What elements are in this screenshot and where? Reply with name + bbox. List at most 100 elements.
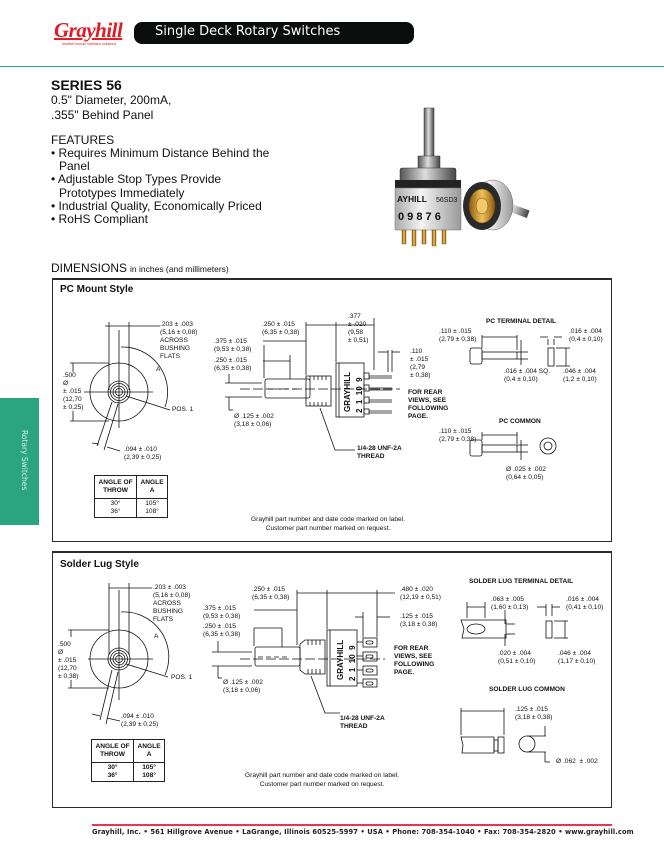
switch-rear xyxy=(463,179,530,231)
sl-250-top-dim: .250 ± .015 (6,35 ± 0,38) xyxy=(252,586,290,601)
page-title: Single Deck Rotary Switches xyxy=(155,24,341,39)
table-row: 30°36° 105°108° xyxy=(93,498,168,518)
table-cell: 30°36° xyxy=(90,762,135,782)
sl-diameter-dim: .500 Ø ± .015 (12,70 ± 0,38) xyxy=(58,641,79,680)
sl-body-numbers: 2 1 10 9 xyxy=(348,645,357,681)
sl-body-label: GRAYHILL xyxy=(336,639,345,680)
sl-common-title: SOLDER LUG COMMON xyxy=(489,686,565,693)
sl-thread-label: 1/4-28 UNF-2A THREAD xyxy=(340,715,385,730)
note-line: Grayhill part number and date code marke… xyxy=(251,516,405,523)
sl-angle-label: A xyxy=(154,633,159,640)
throw-value: 36° xyxy=(110,508,121,515)
note-line: Customer part number marked on request. xyxy=(259,781,385,788)
pc-diameter-dim: .500 Ø ± .015 (12,70 ± 0,25) xyxy=(63,372,84,411)
subtitle-line: .355" Behind Panel xyxy=(51,108,154,122)
sl-keyway-dim: .094 ± .010 (2,39 ± 0,25) xyxy=(121,713,159,728)
sl-250-dim: .250 ± .015 (6,35 ± 0,38) xyxy=(203,623,241,638)
sl-terminal-width-dim: .046 ± .004 (1,17 ± 0,10) xyxy=(558,650,596,665)
sl-common-length-dim: .125 ± .015 (3,18 ± 0,38) xyxy=(515,706,553,721)
photo-code: 56SD3 xyxy=(436,197,458,204)
pc-pos1-label: POS. 1 xyxy=(172,406,194,413)
header-bar xyxy=(134,22,414,44)
pc-mount-title: PC Mount Style xyxy=(60,284,134,295)
sl-flats-dim: .203 ± .003 (5,16 ± 0,08) ACROSS BUSHING… xyxy=(153,584,191,623)
photo-numbers: 0 9 8 7 6 xyxy=(398,211,441,223)
throw-value: 30° xyxy=(107,764,118,771)
table-cell: 105°108° xyxy=(136,498,168,518)
table-header: ANGLE A xyxy=(133,739,165,763)
pc-terminal-detail-title: PC TERMINAL DETAIL xyxy=(486,318,557,325)
sl-common-diameter-dim: Ø .062 ± .002 xyxy=(556,758,598,765)
pc-angle-table: ANGLE OF THROW ANGLE A 30°36° 105°108° xyxy=(93,475,168,518)
pc-377-dim: .377 ± .020 (9,58 ± 0,51) xyxy=(348,313,369,344)
pc-keyway-dim: .094 ± .010 (2,39 ± 0,25) xyxy=(124,446,162,461)
throw-value: 36° xyxy=(107,772,118,779)
sl-terminal-drawing xyxy=(460,602,568,646)
note-line: Grayhill part number and date code marke… xyxy=(245,772,399,779)
photo-label: AYHILL xyxy=(397,194,427,204)
switch-front: AYHILL 56SD3 0 9 8 7 6 xyxy=(394,107,462,247)
dimensions-units: in inches (and millimeters) xyxy=(130,264,229,274)
pc-flats-dim: .203 ± .003 (5,16 ± 0,08) ACROSS BUSHING… xyxy=(160,321,198,360)
grayhill-logo: Grayhill intuitive human interface solut… xyxy=(50,18,130,48)
footer-contact: Grayhill, Inc. • 561 Hillgrove Avenue • … xyxy=(92,828,634,836)
pc-250-dim: .250 ± .015 (6,35 ± 0,38) xyxy=(214,357,252,372)
pc-angle-label: A xyxy=(156,366,161,373)
sl-375-dim: .375 ± .015 (9,53 ± 0,38) xyxy=(203,605,241,620)
angle-value: 105° xyxy=(145,500,159,507)
features-heading: FEATURES xyxy=(51,133,115,147)
section-side-tab xyxy=(0,398,39,525)
pc-250-top-dim: .250 ± .015 (6,35 ± 0,38) xyxy=(262,321,300,336)
dimensions-heading: DIMENSIONS xyxy=(51,261,128,275)
sl-terminal-hole-dim: .063 ± .005 (1,60 ± 0,13) xyxy=(491,596,529,611)
logo-wordmark: Grayhill xyxy=(54,18,123,42)
series-subtitle: 0.5" Diameter, 200mA, .355" Behind Panel xyxy=(51,93,171,123)
sl-common-drawing xyxy=(460,708,550,763)
sl-terminal-detail-title: SOLDER LUG TERMINAL DETAIL xyxy=(469,578,574,585)
table-row: 30°36° 105°108° xyxy=(90,762,165,782)
product-photo: AYHILL 56SD3 0 9 8 7 6 xyxy=(394,107,530,247)
pc-common-length-dim: .110 ± .015 (2,79 ± 0,38) xyxy=(439,428,477,443)
angle-value: 105° xyxy=(142,764,156,771)
feature-item: RoHS Compliant xyxy=(51,212,281,226)
logo-tagline: intuitive human interface solutions xyxy=(62,42,117,46)
pc-terminal-drawing xyxy=(469,335,570,367)
side-tab-label: Rotary Switches xyxy=(20,430,29,491)
series-title: SERIES 56 xyxy=(51,77,122,93)
sl-marking-note: Grayhill part number and date code marke… xyxy=(222,771,422,789)
pc-shaft-dia-dim: Ø .125 ± .002 (3,18 ± 0,06) xyxy=(234,413,274,428)
table-cell: 105°108° xyxy=(133,762,165,782)
sl-rear-note: FOR REAR VIEWS, SEE FOLLOWING PAGE. xyxy=(394,645,435,676)
sl-side-view xyxy=(212,590,395,714)
sl-angle-table: ANGLE OF THROW ANGLE A 30°36° 105°108° xyxy=(90,739,165,782)
sl-480-dim: .480 ± .020 (12,19 ± 0,51) xyxy=(400,586,442,601)
sl-shaft-dia-dim: Ø .125 ± .002 (3,18 ± 0,06) xyxy=(223,679,263,694)
feature-item: Industrial Quality, Economically Priced xyxy=(51,199,281,213)
pc-terminal-length-dim: .110 ± .015 (2,79 ± 0,38) xyxy=(439,328,477,343)
pc-375-dim: .375 ± .015 (9,53 ± 0,38) xyxy=(214,338,252,353)
feature-item: Requires Minimum Distance Behind the Pan… xyxy=(51,146,281,173)
solder-lug-panel xyxy=(52,551,612,808)
throw-value: 30° xyxy=(110,500,121,507)
features-list: Requires Minimum Distance Behind the Pan… xyxy=(51,146,281,226)
note-line: Customer part number marked on request. xyxy=(265,525,391,532)
pc-common-title: PC COMMON xyxy=(499,418,541,425)
pc-marking-note: Grayhill part number and date code marke… xyxy=(228,515,428,533)
table-header: ANGLE OF THROW xyxy=(90,739,135,763)
pc-terminal-square-dim: .016 ± .004 SQ. (0,4 ± 0,10) xyxy=(504,368,551,383)
sl-front-view xyxy=(68,583,170,725)
sl-pos1-label: POS. 1 xyxy=(171,674,193,681)
pc-thread-label: 1/4-28 UNF-2A THREAD xyxy=(357,445,402,460)
pc-terminal-thickness-dim: .016 ± .004 (0,4 ± 0,10) xyxy=(569,328,603,343)
sl-125-dim: .125 ± .015 (3,18 ± 0,38) xyxy=(400,613,438,628)
sl-terminal-height-dim: .020 ± .004 (0,51 ± 0,10) xyxy=(498,650,536,665)
pc-110-dim: .110 ± .015 (2,79 ± 0,38) xyxy=(410,348,431,379)
pc-rear-note: FOR REAR VIEWS, SEE FOLLOWING PAGE. xyxy=(408,389,449,420)
pc-common-diameter-dim: Ø .025 ± .002 (0,64 ± 0,05) xyxy=(506,466,546,481)
pc-terminal-width-dim: .046 ± .004 (1,2 ± 0,10) xyxy=(563,368,597,383)
pc-common-drawing xyxy=(469,432,557,460)
footer-divider xyxy=(92,824,612,826)
